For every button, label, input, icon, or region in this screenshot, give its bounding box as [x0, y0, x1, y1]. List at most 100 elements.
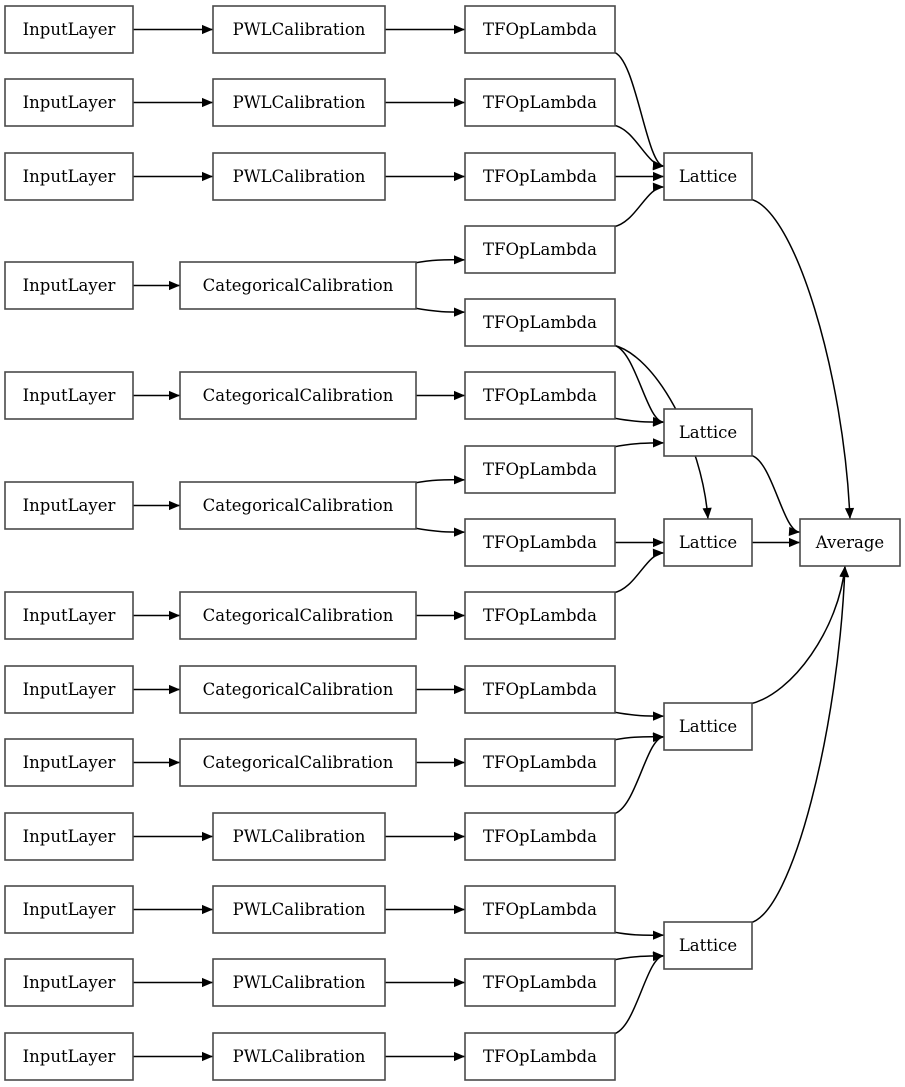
node-cal2[interactable]: PWLCalibration	[212, 78, 386, 127]
node-label-tf1: TFOpLambda	[483, 20, 597, 39]
edge-tf9-to-lat3	[612, 552, 665, 594]
node-label-cal1: PWLCalibration	[233, 20, 366, 39]
node-box-tf11	[464, 738, 616, 787]
node-label-in1: InputLayer	[23, 20, 116, 39]
node-box-cal9	[179, 738, 417, 787]
node-cal1[interactable]: PWLCalibration	[212, 5, 386, 54]
edge-arrowhead	[653, 537, 664, 548]
node-in5[interactable]: InputLayer	[4, 371, 134, 420]
node-tf10[interactable]: TFOpLambda	[464, 665, 616, 714]
edge-arrowhead	[454, 97, 465, 108]
node-box-in5	[4, 371, 134, 420]
node-tf11[interactable]: TFOpLambda	[464, 738, 616, 787]
node-label-tf9: TFOpLambda	[483, 606, 597, 625]
node-tf12[interactable]: TFOpLambda	[464, 812, 616, 861]
node-avg[interactable]: Average	[799, 518, 901, 567]
node-box-tf3	[464, 152, 616, 201]
node-cal13[interactable]: PWLCalibration	[212, 1032, 386, 1081]
node-cal5[interactable]: CategoricalCalibration	[179, 371, 417, 420]
node-box-tf1	[464, 5, 616, 54]
node-box-tf10	[464, 665, 616, 714]
node-in11[interactable]: InputLayer	[4, 885, 134, 934]
node-lat5[interactable]: Lattice	[663, 921, 753, 970]
node-box-in1	[4, 5, 134, 54]
node-label-tf8: TFOpLambda	[483, 533, 597, 552]
node-tf5[interactable]: TFOpLambda	[464, 298, 616, 347]
node-in7[interactable]: InputLayer	[4, 591, 134, 640]
edge-arrowhead	[789, 537, 800, 548]
node-box-cal12	[212, 958, 386, 1007]
node-in12[interactable]: InputLayer	[4, 958, 134, 1007]
node-box-lat4	[663, 702, 753, 751]
node-label-lat1: Lattice	[679, 167, 737, 186]
edge-arrowhead	[454, 684, 465, 695]
edge-tf5-to-lat3	[612, 344, 709, 520]
node-cal9[interactable]: CategoricalCalibration	[179, 738, 417, 787]
edge-arrowhead	[454, 171, 465, 182]
node-in13[interactable]: InputLayer	[4, 1032, 134, 1081]
node-tf6[interactable]: TFOpLambda	[464, 371, 616, 420]
node-lat2[interactable]: Lattice	[663, 408, 753, 457]
node-box-in4	[4, 261, 134, 310]
node-box-cal7	[179, 591, 417, 640]
node-tf2[interactable]: TFOpLambda	[464, 78, 616, 127]
node-in6[interactable]: InputLayer	[4, 481, 134, 530]
edge-arrowhead	[653, 171, 664, 182]
node-tf4[interactable]: TFOpLambda	[464, 225, 616, 274]
node-label-tf10: TFOpLambda	[483, 680, 597, 699]
node-label-cal6: CategoricalCalibration	[203, 496, 394, 515]
node-label-cal5: CategoricalCalibration	[203, 386, 394, 405]
node-tf8[interactable]: TFOpLambda	[464, 518, 616, 567]
node-box-cal6	[179, 481, 417, 530]
node-in4[interactable]: InputLayer	[4, 261, 134, 310]
node-box-in6	[4, 481, 134, 530]
node-label-lat2: Lattice	[679, 423, 737, 442]
node-cal12[interactable]: PWLCalibration	[212, 958, 386, 1007]
node-in10[interactable]: InputLayer	[4, 812, 134, 861]
edge-arrowhead	[839, 566, 850, 578]
node-in8[interactable]: InputLayer	[4, 665, 134, 714]
node-lat3[interactable]: Lattice	[663, 518, 753, 567]
node-tf1[interactable]: TFOpLambda	[464, 5, 616, 54]
edge-arrowhead	[652, 161, 664, 171]
node-cal4[interactable]: CategoricalCalibration	[179, 261, 417, 310]
node-box-tf13	[464, 885, 616, 934]
node-in3[interactable]: InputLayer	[4, 152, 134, 201]
node-box-in13	[4, 1032, 134, 1081]
node-box-cal8	[179, 665, 417, 714]
node-tf7[interactable]: TFOpLambda	[464, 445, 616, 494]
node-cal6[interactable]: CategoricalCalibration	[179, 481, 417, 530]
node-tf13[interactable]: TFOpLambda	[464, 885, 616, 934]
node-in2[interactable]: InputLayer	[4, 78, 134, 127]
node-label-in10: InputLayer	[23, 827, 116, 846]
node-box-lat2	[663, 408, 753, 457]
node-cal10[interactable]: PWLCalibration	[212, 812, 386, 861]
node-tf3[interactable]: TFOpLambda	[464, 152, 616, 201]
edge-arrowhead	[202, 977, 213, 988]
node-cal7[interactable]: CategoricalCalibration	[179, 591, 417, 640]
edge-arrowhead	[169, 684, 180, 695]
node-label-tf14: TFOpLambda	[483, 973, 597, 992]
node-in9[interactable]: InputLayer	[4, 738, 134, 787]
node-in1[interactable]: InputLayer	[4, 5, 134, 54]
node-label-avg: Average	[815, 533, 884, 552]
edge-arrowhead	[652, 548, 664, 558]
node-cal8[interactable]: CategoricalCalibration	[179, 665, 417, 714]
node-label-tf3: TFOpLambda	[483, 167, 597, 186]
node-tf14[interactable]: TFOpLambda	[464, 958, 616, 1007]
node-cal11[interactable]: PWLCalibration	[212, 885, 386, 934]
node-label-lat5: Lattice	[679, 936, 737, 955]
node-lat1[interactable]: Lattice	[663, 152, 753, 201]
node-tf15[interactable]: TFOpLambda	[464, 1032, 616, 1081]
node-box-avg	[799, 518, 901, 567]
node-label-tf6: TFOpLambda	[483, 386, 597, 405]
node-label-tf11: TFOpLambda	[483, 753, 597, 772]
node-label-in13: InputLayer	[23, 1047, 116, 1066]
node-lat4[interactable]: Lattice	[663, 702, 753, 751]
edge-arrowhead	[454, 390, 465, 401]
edge-arrowhead	[788, 526, 800, 537]
edge-lat2-to-avg	[749, 454, 801, 533]
node-tf9[interactable]: TFOpLambda	[464, 591, 616, 640]
node-cal3[interactable]: PWLCalibration	[212, 152, 386, 201]
